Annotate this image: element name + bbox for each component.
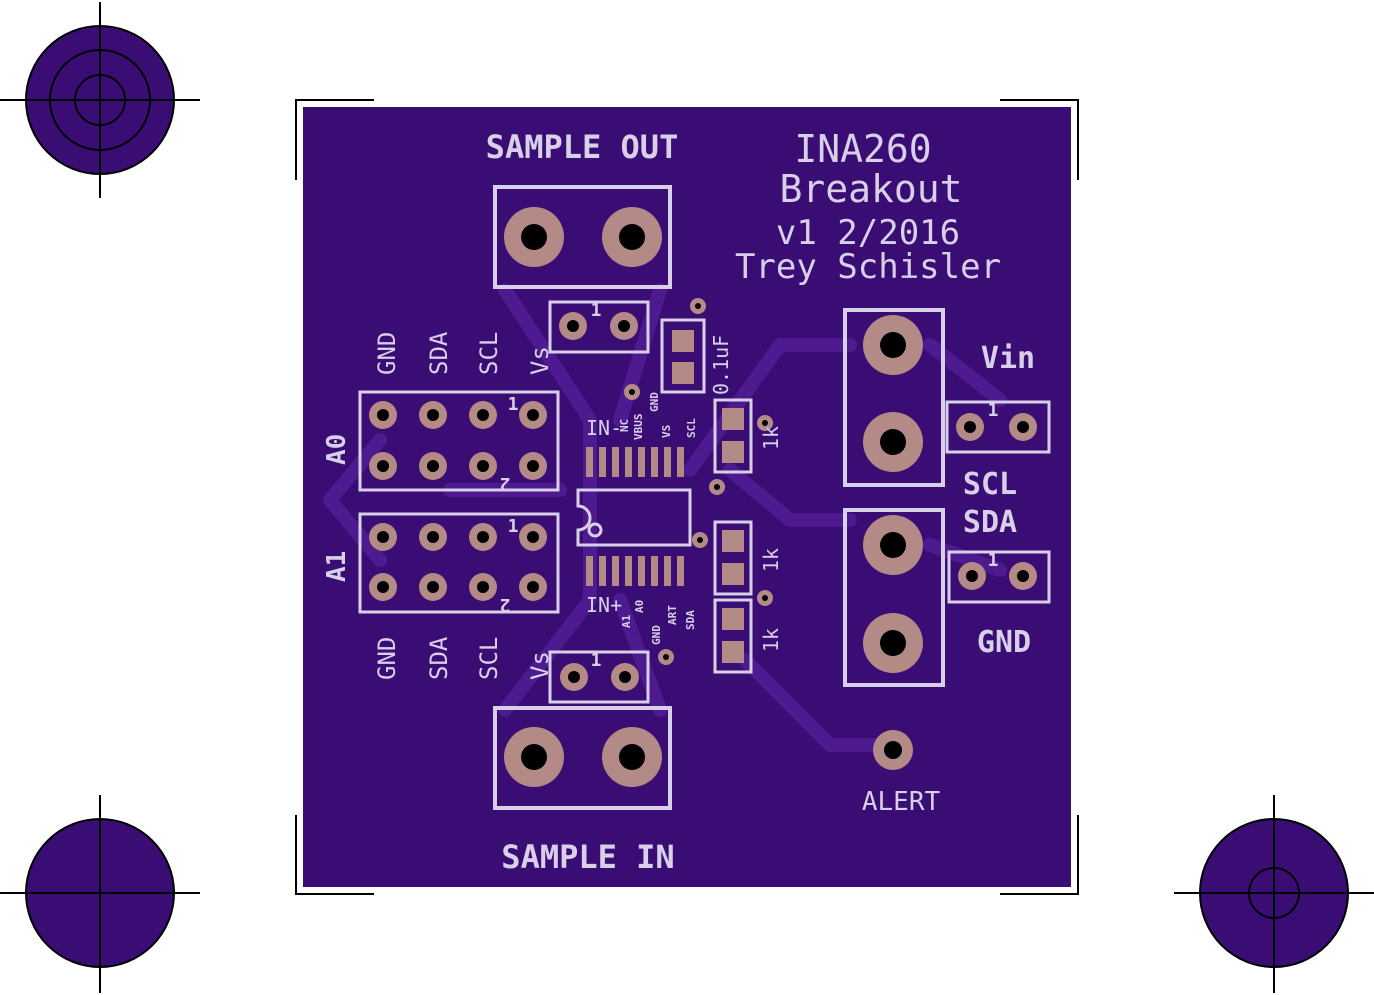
scl-jumper-pin1: 1 (988, 400, 999, 421)
sample-in-terminal (493, 706, 672, 810)
gnd-label: GND (977, 625, 1031, 660)
svg-text:GND: GND (373, 332, 401, 375)
a0-pin2-marker: 2 (500, 473, 511, 494)
sample-in-label: SAMPLE IN (501, 838, 674, 876)
svg-text:1k: 1k (759, 548, 783, 572)
ic-pin-alert: ART (666, 605, 679, 625)
vin-terminal (843, 308, 945, 487)
svg-text:SCL: SCL (475, 332, 503, 375)
a0-label: A0 (322, 434, 352, 465)
header-top-labels: GND SDA SCL Vs (373, 331, 554, 375)
sda-jumper (947, 550, 1051, 604)
svg-text:SDA: SDA (425, 636, 453, 680)
ic-pin-sda: SDA (684, 610, 697, 630)
sda-label: SDA (963, 505, 1017, 540)
ic-pin-vs: VS (660, 425, 673, 438)
ina260-ic: IN- NC VBUS GND VS SCL IN+ (576, 384, 725, 665)
a1-header-pins (369, 523, 547, 601)
ic-pin-gnd-bottom: GND (650, 625, 663, 645)
capacitor-outline (660, 318, 706, 394)
ic-pin-a0: A0 (633, 600, 646, 613)
a1-pin1-marker: 1 (508, 516, 519, 537)
sample-out-label: SAMPLE OUT (486, 128, 679, 166)
sample-out-terminal (493, 185, 672, 289)
header-bottom-labels: GND SDA SCL Vs (373, 636, 554, 680)
a1-pin2-marker: 2 (500, 594, 511, 615)
resistor-1: 1k (713, 398, 783, 474)
svg-text:1k: 1k (759, 426, 783, 450)
vs-jumper-bottom (548, 650, 650, 704)
ic-pin-gnd-top: GND (648, 392, 661, 412)
svg-text:SCL: SCL (475, 637, 503, 680)
scl-label: SCL (963, 467, 1017, 502)
svg-text:Vs: Vs (526, 346, 554, 375)
a0-header-pins (369, 401, 547, 480)
a0-pin1-marker: 1 (508, 394, 519, 415)
resistor-3: 1k (713, 590, 783, 674)
pcb-board (303, 107, 1071, 887)
corner-marks (295, 99, 1079, 895)
ic-pin-a1: A1 (620, 614, 633, 628)
svg-text:SDA: SDA (425, 331, 453, 375)
sda-jumper-pin1: 1 (988, 550, 999, 571)
svg-text:GND: GND (373, 637, 401, 680)
fiducial-bottom-right (1174, 795, 1374, 993)
ic-pin-in-plus: IN+ (586, 593, 622, 617)
a0-header (358, 390, 560, 492)
board-author: Trey Schisler (735, 247, 1001, 287)
ic-pin-scl: SCL (685, 418, 698, 438)
vs-jumper-bottom-pin1: 1 (591, 650, 602, 671)
board-title-line1: INA260 (794, 127, 931, 171)
power-terminal-bottom (843, 508, 945, 687)
a1-label: A1 (322, 551, 352, 582)
ic-pin-vbus: VBUS (632, 414, 645, 441)
scl-jumper (945, 400, 1051, 454)
a1-header (358, 512, 560, 614)
vs-jumper-top-pin1: 1 (591, 300, 602, 321)
vs-jumper-top (548, 300, 650, 354)
resistor-2: 1k (713, 520, 783, 596)
fiducial-top-left (0, 2, 200, 198)
capacitor-value: 0.1uF (709, 335, 733, 395)
svg-text:1k: 1k (759, 628, 783, 652)
alert-label: ALERT (862, 787, 941, 817)
ic-pin-nc: NC (618, 419, 631, 432)
board-version: v1 2/2016 (776, 213, 960, 253)
board-title-line2: Breakout (779, 167, 962, 211)
vin-label: Vin (981, 341, 1035, 376)
ic-pin-in-minus: IN- (586, 416, 622, 440)
copper-traces (323, 283, 1007, 752)
fiducial-bottom-left (0, 795, 200, 993)
